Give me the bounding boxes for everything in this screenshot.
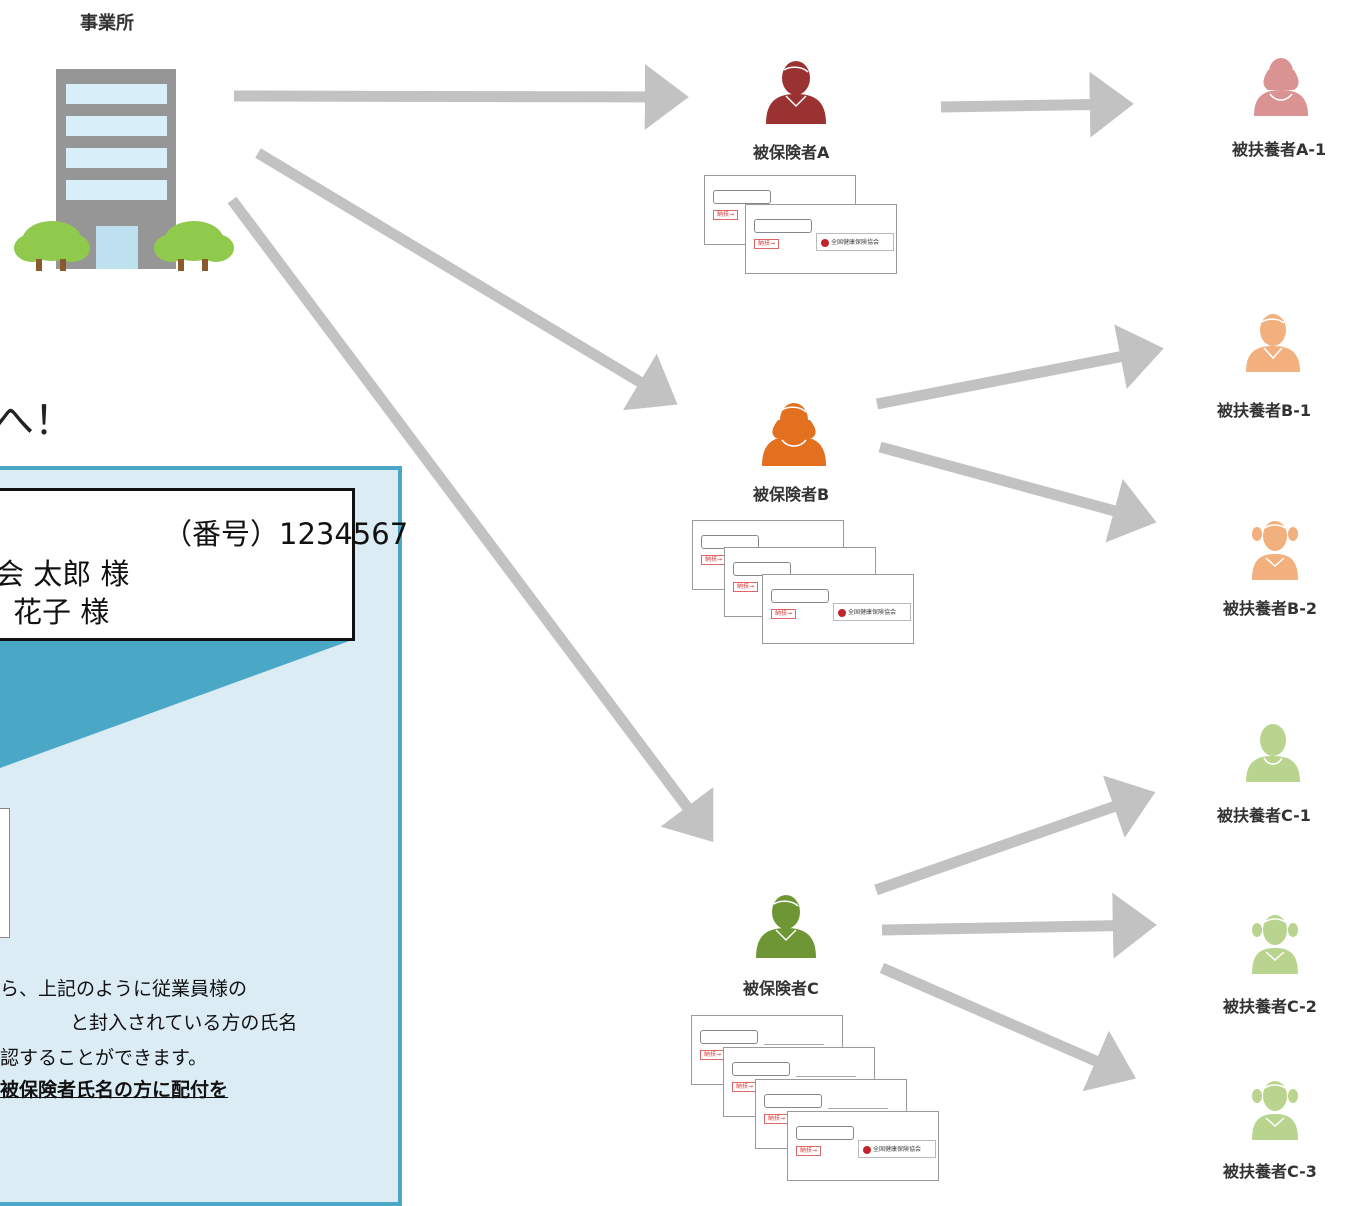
- dependent-c2-icon: [1252, 915, 1298, 974]
- card-tag: 納扶→: [764, 1114, 790, 1124]
- dependent-b1-label: 被扶養者B-1: [1217, 401, 1311, 420]
- dependent-b2-icon: [1252, 521, 1298, 580]
- envelope-label-callout: （番号）1234567 会 太郎 様 花子 様: [0, 488, 408, 641]
- card-tag: 納扶→: [771, 609, 797, 619]
- card-tag: 納扶→: [732, 1082, 758, 1092]
- arrow-c-to-c3: [879, 962, 1137, 1092]
- card-tag: 納扶→: [700, 1050, 726, 1060]
- card-tag: 納扶→: [754, 239, 780, 249]
- callout-pointer: [0, 640, 352, 768]
- card-b-3: 納扶→ 全国健康保険協会: [762, 574, 914, 644]
- note-line-1: ら、上記のように従業員様の: [0, 978, 248, 1000]
- dependent-a1-icon: [1254, 58, 1308, 116]
- dependent-c1-icon: [1246, 724, 1300, 782]
- card-tag: 納扶→: [733, 582, 759, 592]
- dependent-c3-label: 被扶養者C-3: [1223, 1162, 1317, 1181]
- logo-text: 全国健康保険協会: [831, 239, 880, 246]
- arrow-b-to-b2: [878, 441, 1157, 543]
- logo-text: 全国健康保険協会: [873, 1146, 922, 1153]
- kyokai-logo: 全国健康保険協会: [816, 233, 894, 251]
- logo-text: 全国健康保険協会: [848, 609, 897, 616]
- dependent-b1-icon: [1246, 314, 1300, 372]
- insured-a-icon: [766, 61, 826, 124]
- insured-c-label: 被保険者C: [743, 979, 819, 998]
- kyokai-logo: 全国健康保険協会: [833, 603, 911, 621]
- kyokai-logo-icon: [838, 608, 846, 617]
- dependent-c1-label: 被扶養者C-1: [1217, 806, 1311, 825]
- note-line-2: と封入されている方の氏名: [70, 1012, 298, 1034]
- dependent-b2-label: 被扶養者B-2: [1223, 599, 1317, 618]
- office-label: 事業所: [80, 13, 134, 34]
- envelope-name-2: 花子 様: [13, 595, 110, 629]
- insured-b-icon: [762, 403, 826, 466]
- arrow-c-to-c2: [881, 892, 1157, 959]
- arrow-b-to-b1: [875, 324, 1164, 410]
- partial-card-frame: [0, 808, 10, 938]
- insured-c-icon: [756, 895, 816, 958]
- dependent-c3-icon: [1252, 1081, 1298, 1140]
- office-building-icon: [14, 69, 234, 271]
- arrow-office-to-a: [233, 63, 689, 130]
- card-c-4: 納扶→ 全国健康保険協会: [787, 1111, 939, 1181]
- insured-a-label: 被保険者A: [753, 143, 830, 162]
- flow-arrows: [227, 63, 1164, 1092]
- arrow-a-to-a1: [940, 71, 1134, 138]
- envelope-name-1: 会 太郎 様: [0, 557, 130, 591]
- note-line-4: 被保険者氏名の方に配付を: [0, 1079, 229, 1101]
- arrow-c-to-c1: [874, 775, 1156, 896]
- kyokai-logo-icon: [863, 1145, 871, 1154]
- arrow-office-to-c: [227, 196, 714, 843]
- card-a-2: 納扶→ 全国健康保険協会: [745, 204, 897, 274]
- note-line-3: 認することができます。: [0, 1047, 208, 1069]
- dependent-a1-label: 被扶養者A-1: [1232, 140, 1327, 159]
- card-tag: 納扶→: [796, 1146, 822, 1156]
- kyokai-logo-icon: [821, 238, 829, 247]
- insured-b-label: 被保険者B: [753, 485, 830, 504]
- card-tag: 納扶→: [713, 210, 739, 220]
- kyokai-logo: 全国健康保険協会: [858, 1140, 936, 1158]
- arrow-office-to-b: [255, 148, 678, 411]
- envelope-number: （番号）1234567: [163, 517, 409, 551]
- card-tag: 納扶→: [701, 555, 727, 565]
- heading-fragment: へ！: [0, 398, 74, 444]
- dependent-c2-label: 被扶養者C-2: [1223, 997, 1317, 1016]
